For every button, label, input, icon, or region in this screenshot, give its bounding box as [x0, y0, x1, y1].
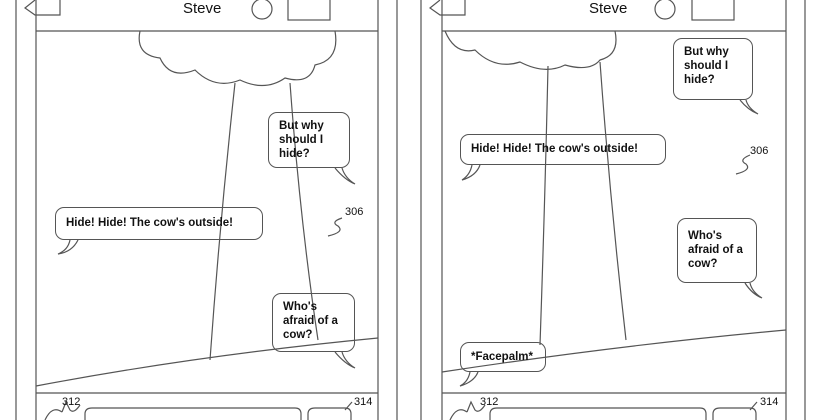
- bubble-tail: [334, 351, 356, 369]
- reference-numeral: 306: [345, 206, 364, 218]
- message-bubble: But why should I hide?: [268, 112, 350, 168]
- circle-icon: [251, 0, 273, 20]
- bubble-tail: [57, 239, 79, 255]
- phone-frame-right: [420, 0, 806, 420]
- back-icon: [428, 0, 466, 16]
- reference-numeral: 312: [62, 396, 81, 408]
- ground-line: [35, 337, 379, 387]
- reference-numeral: 314: [760, 396, 779, 408]
- input-field-right: [489, 407, 707, 420]
- input-field-left: [84, 407, 302, 420]
- bubble-tail: [739, 99, 759, 115]
- message-bubble: Who's afraid of a cow?: [677, 218, 757, 283]
- tree-trunk: [209, 82, 319, 361]
- squiggle: [735, 154, 751, 175]
- bubble-tail: [334, 167, 356, 185]
- message-bubble: Hide! Hide! The cow's outside!: [55, 207, 263, 240]
- camera-icon: [449, 400, 486, 420]
- reference-numeral: 314: [354, 396, 373, 408]
- send-button-left: [307, 407, 352, 420]
- tree-canopy: [444, 30, 617, 70]
- camera-icon: [44, 400, 81, 420]
- square-button-icon: [691, 0, 735, 21]
- square-button-icon: [287, 0, 331, 21]
- circle-icon: [654, 0, 676, 20]
- bubble-tail: [744, 282, 763, 299]
- squiggle: [327, 217, 343, 237]
- tree-canopy: [138, 30, 337, 87]
- bubble-tail: [459, 371, 479, 387]
- tree-trunk: [539, 61, 627, 346]
- bubble-tail: [461, 164, 481, 181]
- message-bubble: Who's afraid of a cow?: [272, 293, 355, 352]
- message-bubble: *Facepalm*: [460, 342, 546, 372]
- lead-line: [749, 401, 758, 411]
- send-button-right: [712, 407, 757, 420]
- ground-line: [441, 329, 787, 373]
- lead-line: [344, 401, 353, 411]
- contact-name: Steve: [589, 0, 628, 17]
- reference-numeral: 312: [480, 396, 499, 408]
- reference-numeral: 306: [750, 145, 769, 157]
- phone-frame-left: [15, 0, 398, 420]
- back-icon: [23, 0, 61, 16]
- contact-name: Steve: [183, 0, 222, 17]
- message-bubble: Hide! Hide! The cow's outside!: [460, 134, 666, 165]
- message-bubble: But why should I hide?: [673, 38, 753, 100]
